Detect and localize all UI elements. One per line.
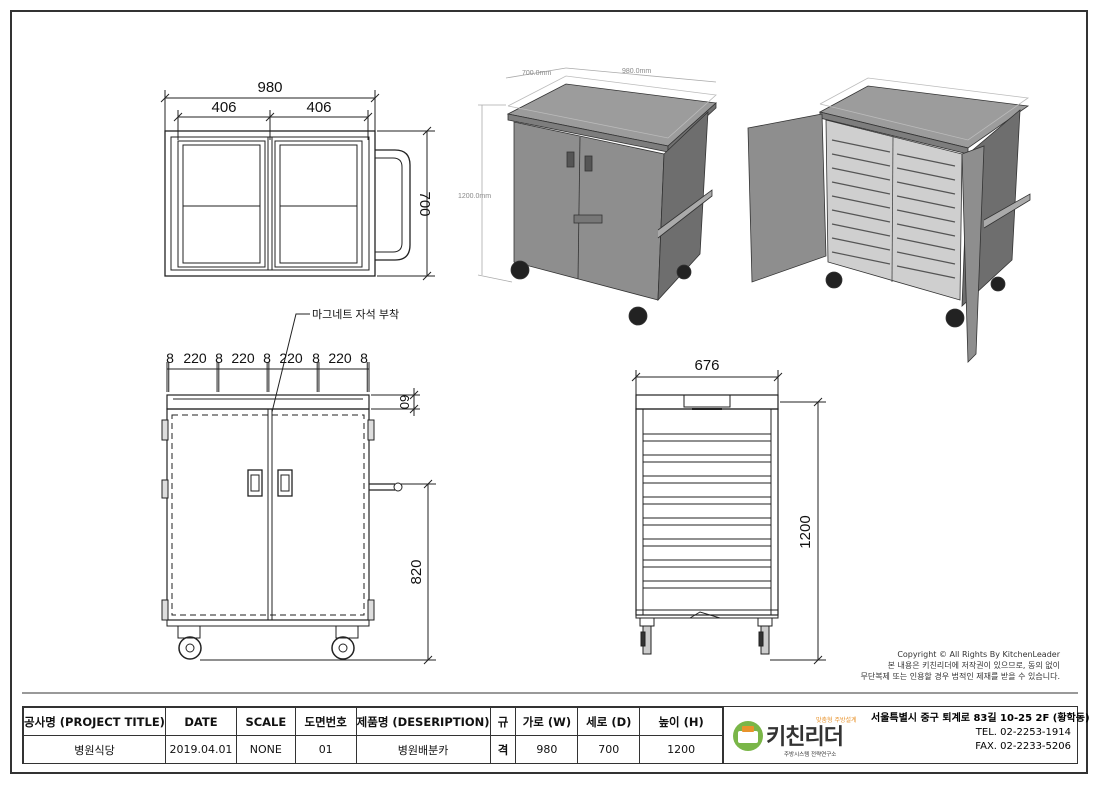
segment-dimension-label: 220 — [328, 350, 352, 366]
date-value: 2019.04.01 — [164, 735, 237, 764]
magnet-note: 마그네트 자석 부착 — [312, 308, 399, 321]
open-shelf-line — [896, 167, 956, 181]
open-shelf-line — [831, 181, 891, 195]
kitchenleader-logo: 키친리더 맞춤형 주방설계 주방시스템 전략연구소 — [733, 716, 857, 758]
segment-dimension-label: 8 — [312, 350, 320, 366]
open-shelf-line — [896, 195, 956, 209]
title-block: 공사명 (PROJECT TITLE) DATE SCALE 도면번호 제품명 … — [22, 706, 1090, 764]
open-shelf-line — [831, 153, 891, 167]
drawing-no-header: 도면번호 — [294, 707, 357, 736]
project-value: 병원식당 — [23, 735, 166, 764]
plan-overall-width-label: 980 — [257, 79, 282, 96]
depth-value: 700 — [577, 735, 641, 764]
project-header: 공사명 (PROJECT TITLE) — [23, 707, 166, 736]
open-shelf-line — [896, 223, 956, 237]
open-shelf-line — [831, 167, 891, 181]
spec-header-top: 규 — [489, 707, 517, 736]
open-shelf-line — [896, 153, 956, 167]
side-shelf-rail — [642, 433, 772, 442]
scale-value: NONE — [235, 735, 296, 764]
plan-half-right-label: 406 — [306, 99, 331, 116]
open-shelf-line — [831, 195, 891, 209]
height-header: 높이 (H) — [639, 707, 723, 736]
open-shelf-line — [896, 265, 956, 279]
scale-header: SCALE — [235, 707, 296, 736]
side-shelf-rail — [642, 475, 772, 484]
title-block-table: 공사명 (PROJECT TITLE) DATE SCALE 도면번호 제품명 … — [23, 707, 723, 764]
segment-dimension-label: 8 — [263, 350, 271, 366]
side-height-label: 1200 — [797, 515, 814, 548]
brand-name: 키친리더 — [766, 725, 843, 750]
segment-dimension-label: 220 — [183, 350, 207, 366]
copyright-line-1: Copyright © All Rights By KitchenLeader — [897, 650, 1060, 659]
iso-open-view — [747, 77, 1031, 363]
open-shelf-line — [896, 209, 956, 223]
iso-width-label: 980.0mm — [622, 68, 651, 75]
spec-header-bottom: 격 — [489, 735, 517, 764]
iso-height-label: 1200.0mm — [458, 193, 491, 200]
height-value: 1200 — [639, 735, 723, 764]
description-value: 병원배분카 — [355, 735, 491, 764]
segment-dimension-label: 8 — [166, 350, 174, 366]
brand-logo: 키친리더 맞춤형 주방설계 주방시스템 전략연구소 — [723, 707, 871, 763]
copyright-line-3: 무단복제 또는 인용할 경우 법적인 제재를 받을 수 있습니다. — [860, 671, 1060, 681]
segment-dimension-label: 220 — [231, 350, 255, 366]
depth-header: 세로 (D) — [577, 707, 641, 736]
contact-info: 서울특별시 중구 퇴계로 83길 10-25 2F (황학동) TEL. 02-… — [871, 707, 1090, 763]
side-shelf-rail — [642, 517, 772, 526]
side-depth-label: 676 — [694, 357, 719, 374]
date-header: DATE — [164, 707, 237, 736]
copyright-line-2: 본 내용은 키친리더에 저작권이 있으므로, 동의 없이 — [888, 660, 1060, 670]
plan-view — [160, 90, 435, 281]
iso-depth-label: 700.0mm — [522, 70, 551, 77]
open-shelf-line — [896, 181, 956, 195]
width-value: 980 — [515, 735, 579, 764]
drawing-sheet — [10, 10, 1088, 774]
address-text: 서울특별시 중구 퇴계로 83길 10-25 2F (황학동) — [871, 713, 1090, 724]
technical-drawing: 980 406 406 700 700.0mm 9 — [22, 67, 1078, 694]
open-shelf-line — [831, 237, 891, 251]
width-header: 가로 (W) — [515, 707, 579, 736]
open-shelf-line — [831, 209, 891, 223]
plan-half-left-label: 406 — [211, 99, 236, 116]
open-shelf-line — [831, 139, 891, 153]
segment-dimension-label: 8 — [360, 350, 368, 366]
description-header: 제품명 (DESERIPTION) — [355, 707, 491, 736]
side-shelf-rail — [642, 454, 772, 463]
side-shelf-rail — [642, 496, 772, 505]
plan-depth-label: 700 — [416, 191, 433, 216]
side-view — [631, 370, 826, 665]
drawing-no-value: 01 — [294, 735, 357, 764]
side-shelf-rail — [642, 580, 772, 589]
front-handle-height-label: 820 — [408, 559, 425, 584]
open-shelf-line — [831, 251, 891, 265]
open-shelf-line — [896, 251, 956, 265]
fax-text: FAX. 02-2233-5206 — [975, 741, 1071, 752]
segment-dimension-label: 220 — [279, 350, 303, 366]
front-view — [161, 313, 436, 665]
iso-closed-view — [477, 67, 717, 326]
segment-dimension-label: 8 — [215, 350, 223, 366]
side-shelf-rail — [642, 559, 772, 568]
side-shelf-rail — [642, 538, 772, 547]
tel-text: TEL. 02-2253-1914 — [975, 727, 1071, 738]
brand-subtitle: 주방시스템 전략연구소 — [784, 750, 836, 758]
front-top-height-label: 60 — [397, 395, 412, 409]
brand-slogan: 맞춤형 주방설계 — [816, 716, 857, 724]
open-shelf-line — [831, 223, 891, 237]
open-shelf-line — [896, 237, 956, 251]
